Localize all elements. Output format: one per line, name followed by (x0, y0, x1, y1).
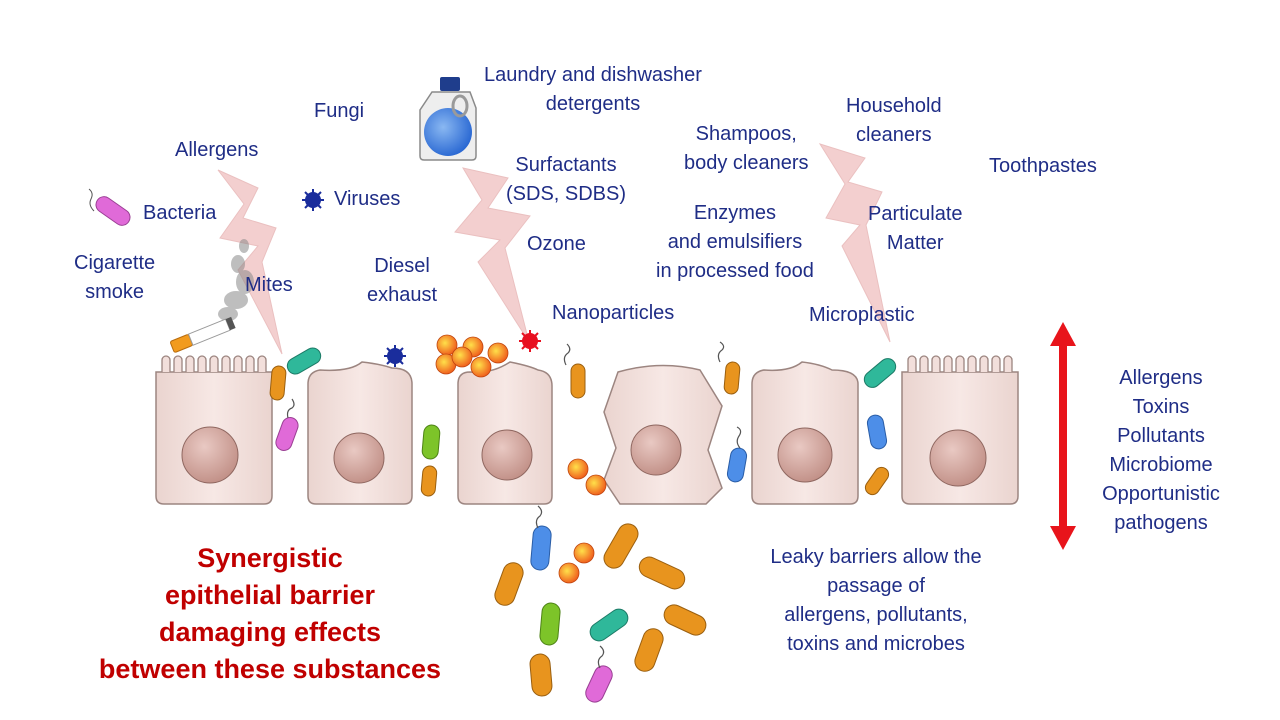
lightning-bolt-right (818, 143, 891, 343)
bacterium (638, 556, 686, 590)
label-cigarette-smoke: Cigarette smoke (74, 252, 156, 303)
bacterium (539, 602, 561, 646)
label-household-cleaners: Household cleaners (846, 95, 942, 146)
label-surfactants: Surfactants (SDS, SDBS) (506, 154, 627, 205)
virus-icon-red (519, 330, 541, 352)
label-toothpastes: Toothpastes (989, 155, 1097, 177)
bacterium (603, 523, 639, 569)
label-ozone: Ozone (527, 233, 586, 255)
nanoparticle (470, 356, 492, 378)
nucleus (481, 429, 533, 481)
cigarette-icon (170, 316, 236, 353)
virus-icon-blue (384, 345, 406, 367)
label-diesel-exhaust: Diesel exhaust (367, 255, 438, 306)
lightning-bolt-left (217, 169, 283, 355)
label-allergens: Allergens (175, 139, 259, 161)
nanoparticles (435, 334, 607, 584)
nanoparticle (585, 474, 607, 496)
right-list: Allergens Toxins Pollutants Microbiome O… (1082, 364, 1240, 538)
bacteria (88, 188, 897, 703)
bacterium (530, 525, 552, 571)
label-mites: Mites (245, 274, 293, 296)
bacterium (421, 424, 441, 460)
epithelial-cell-3 (457, 361, 553, 505)
nanoparticle (558, 562, 580, 584)
label-enzymes: Enzymes and emulsifiers in processed foo… (656, 202, 814, 282)
right-list-item: pathogens (1114, 512, 1208, 534)
bacterium (269, 365, 287, 401)
bacterium (726, 447, 748, 483)
bacterium (589, 608, 629, 642)
bacterium (420, 465, 438, 497)
bacterium (866, 414, 888, 450)
nucleus (777, 427, 833, 483)
right-list-item: Allergens (1119, 367, 1203, 389)
epithelial-cell-6 (901, 355, 1019, 505)
leaky-barrier-caption: Leaky barriers allow the passage of alle… (770, 546, 982, 655)
detergent-bottle-icon (419, 77, 477, 161)
synergy-title: Synergistic epithelial barrier damaging … (98, 543, 442, 684)
bacterium (529, 653, 553, 697)
epithelial-cell-4-damaged (603, 364, 723, 505)
bacterium-pink-legend (88, 188, 131, 226)
smoke (218, 239, 254, 321)
bacterium (286, 347, 322, 375)
bacterium (723, 361, 741, 395)
nanoparticle (567, 458, 589, 480)
label-microplastic: Microplastic (809, 304, 915, 326)
nanoparticle (573, 542, 595, 564)
right-list-item: Pollutants (1117, 425, 1205, 447)
bacterium (663, 604, 707, 636)
nucleus (181, 426, 239, 484)
virus-icon-legend (302, 189, 324, 211)
nanoparticle (451, 346, 473, 368)
nucleus (929, 429, 987, 487)
double-arrow-icon (1050, 322, 1076, 550)
epithelial-cell-5 (751, 361, 859, 505)
label-laundry-detergents: Laundry and dishwasher detergents (484, 64, 702, 115)
bacterium (585, 665, 613, 703)
label-shampoos: Shampoos, body cleaners (684, 123, 809, 174)
nucleus (630, 424, 682, 476)
bacterium (494, 562, 524, 606)
bacterium (275, 417, 299, 451)
right-list-item: Opportunistic (1102, 483, 1220, 505)
label-nanoparticles: Nanoparticles (552, 302, 675, 324)
epithelial-cell-1 (155, 355, 273, 505)
label-fungi: Fungi (314, 100, 365, 122)
bacterium (863, 358, 897, 388)
bacterium (634, 628, 664, 672)
label-bacteria: Bacteria (143, 202, 217, 224)
label-particulate-matter: Particulate Matter (868, 203, 963, 254)
label-viruses: Viruses (334, 188, 401, 210)
epithelial-cell-2 (307, 361, 413, 505)
nanoparticle (487, 342, 509, 364)
nucleus (333, 432, 385, 484)
right-list-item: Microbiome (1109, 454, 1213, 476)
lightning-bolts (217, 143, 891, 355)
bacterium (570, 363, 586, 399)
epithelial-cell-layer (155, 355, 1019, 505)
right-list-item: Toxins (1132, 396, 1190, 418)
bacterium (864, 466, 890, 496)
flagella (286, 341, 742, 669)
